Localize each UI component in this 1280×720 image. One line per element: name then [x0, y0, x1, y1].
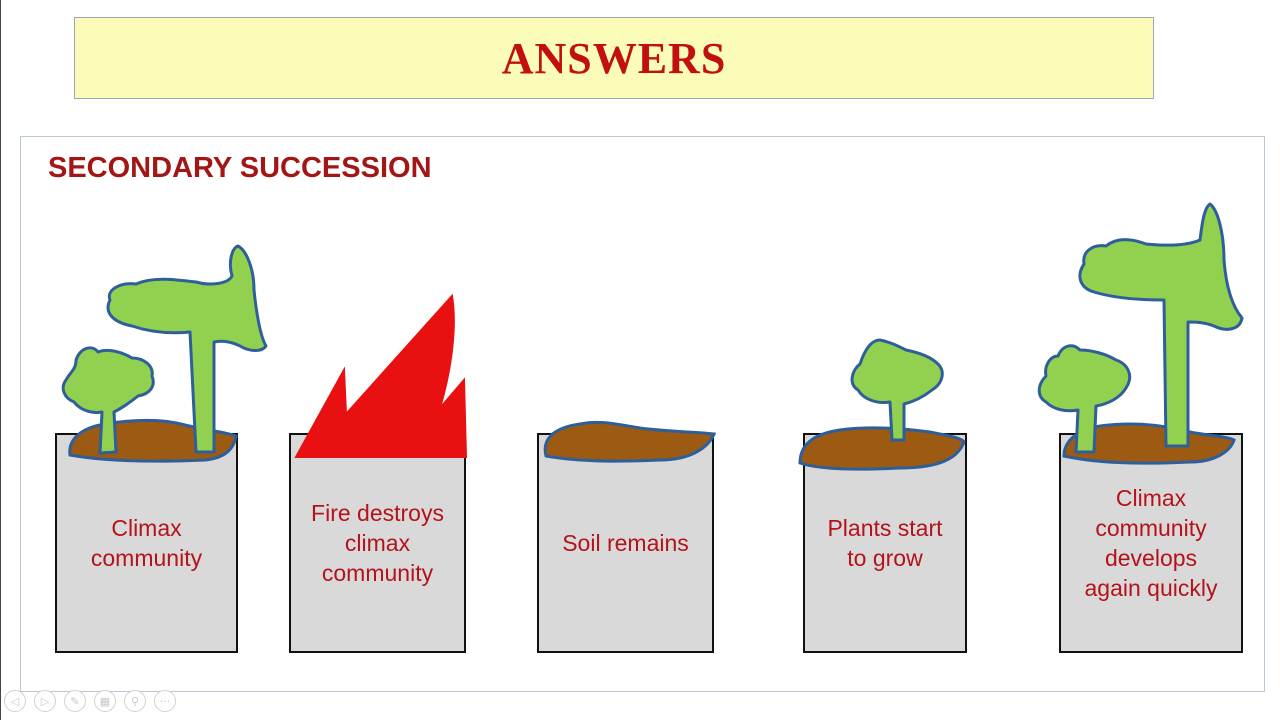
slide-title: ANSWERS: [501, 33, 727, 83]
zoom-icon[interactable]: ⚲: [124, 690, 146, 712]
stage-box-soil-remains: Soil remains: [537, 433, 714, 653]
title-banner: ANSWERS: [74, 17, 1154, 99]
stage-label: Plants start to grow: [827, 515, 943, 571]
section-heading: SECONDARY SUCCESSION: [48, 152, 432, 184]
stage-label: Soil remains: [562, 530, 689, 556]
stage-label: Climax community develops again quickly: [1084, 485, 1218, 601]
presentation-toolbar: ◁ ▷ ✎ ▦ ⚲ ···: [4, 690, 176, 716]
window-edge: [0, 0, 1, 720]
stage-box-plants-start: Plants start to grow: [803, 433, 967, 653]
slides-icon[interactable]: ▦: [94, 690, 116, 712]
prev-icon[interactable]: ◁: [4, 690, 26, 712]
pen-icon[interactable]: ✎: [64, 690, 86, 712]
stage-box-fire: Fire destroys climax community: [289, 433, 466, 653]
stage-label: Fire destroys climax community: [311, 500, 444, 586]
stage-box-climax-community: Climax community: [55, 433, 238, 653]
more-icon[interactable]: ···: [154, 690, 176, 712]
next-icon[interactable]: ▷: [34, 690, 56, 712]
stage-box-climax-again: Climax community develops again quickly: [1059, 433, 1243, 653]
stage-label: Climax community: [90, 515, 203, 571]
